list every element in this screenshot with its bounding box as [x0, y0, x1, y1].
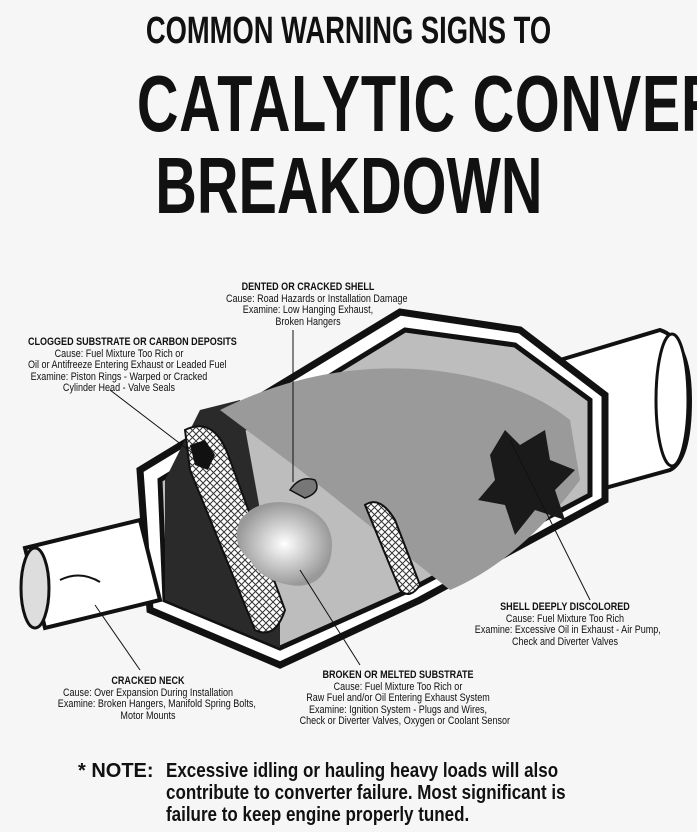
- melted-substrate-hole: [236, 502, 332, 586]
- shell-interior: [220, 368, 580, 590]
- leader-lines: [94, 330, 591, 671]
- label-line: Check or Diverter Valves, Oxygen or Cool…: [299, 715, 510, 727]
- inlet-pipe: [19, 517, 163, 631]
- label-cracked-neck: CRACKED NECK Cause: Over Expansion Durin…: [38, 675, 258, 722]
- substrate-rear: [363, 501, 422, 595]
- dent: [288, 478, 318, 499]
- note-line: Excessive idling or hauling heavy loads …: [166, 760, 559, 782]
- carbon-deposit: [190, 440, 215, 470]
- note-line: contribute to converter failure. Most si…: [166, 782, 566, 804]
- substrate-front: [183, 425, 287, 634]
- label-line: Motor Mounts: [120, 709, 176, 722]
- label-broken-substrate: BROKEN OR MELTED SUBSTRATE Cause: Fuel M…: [278, 669, 518, 728]
- label-dented-shell: DENTED OR CRACKED SHELL Cause: Road Haza…: [208, 281, 408, 328]
- label-heading: CLOGGED SUBSTRATE OR CARBON DEPOSITS: [27, 336, 237, 348]
- label-line: Examine: Broken Hangers, Manifold Spring…: [57, 698, 256, 710]
- title-line-3: BREAKDOWN: [0, 140, 697, 232]
- label-line: Cause: Fuel Mixture Too Rich or: [54, 347, 184, 360]
- label-line: Examine: Piston Rings - Warped or Cracke…: [30, 370, 208, 383]
- discoloration-spot: [478, 430, 575, 535]
- label-line: Cause: Fuel Mixture Too Rich or: [333, 680, 463, 693]
- note-body: Excessive idling or hauling heavy loads …: [166, 760, 626, 826]
- label-line: Oil or Antifreeze Entering Exhaust or Le…: [27, 359, 227, 371]
- label-line: Examine: Low Hanging Exhaust,: [242, 304, 374, 316]
- label-line: Examine: Excessive Oil in Exhaust - Air …: [474, 624, 661, 636]
- label-heading: DENTED OR CRACKED SHELL: [241, 281, 375, 293]
- note-line: failure to keep engine properly tuned.: [166, 804, 470, 826]
- label-line: Broken Hangers: [275, 315, 341, 328]
- title-line-2-text: CATALYTIC CONVERTER: [136, 59, 697, 148]
- label-line: Cause: Over Expansion During Installatio…: [63, 686, 233, 699]
- title-line-3-text: BREAKDOWN: [154, 141, 543, 230]
- label-line: Examine: Ignition System - Plugs and Wir…: [309, 703, 487, 716]
- note-marker: * NOTE:: [78, 760, 154, 782]
- label-clogged-substrate: CLOGGED SUBSTRATE OR CARBON DEPOSITS Cau…: [8, 336, 237, 395]
- title-line-2: CATALYTIC CONVERTER: [0, 58, 697, 150]
- label-line: Cause: Fuel Mixture Too Rich: [505, 612, 625, 625]
- label-heading: SHELL DEEPLY DISCOLORED: [500, 601, 630, 613]
- label-heading: CRACKED NECK: [111, 675, 185, 687]
- label-line: Check and Diverter Valves: [511, 635, 619, 648]
- label-line: Cause: Road Hazards or Installation Dama…: [226, 292, 408, 305]
- label-line: Cylinder Head - Valve Seals: [62, 382, 176, 394]
- title-line-1-text: COMMON WARNING SIGNS TO: [145, 10, 552, 52]
- label-shell-discolored: SHELL DEEPLY DISCOLORED Cause: Fuel Mixt…: [455, 601, 675, 648]
- label-line: Raw Fuel and/or Oil Entering Exhaust Sys…: [306, 692, 490, 704]
- title-line-1: COMMON WARNING SIGNS TO: [0, 10, 697, 53]
- label-heading: BROKEN OR MELTED SUBSTRATE: [322, 669, 474, 681]
